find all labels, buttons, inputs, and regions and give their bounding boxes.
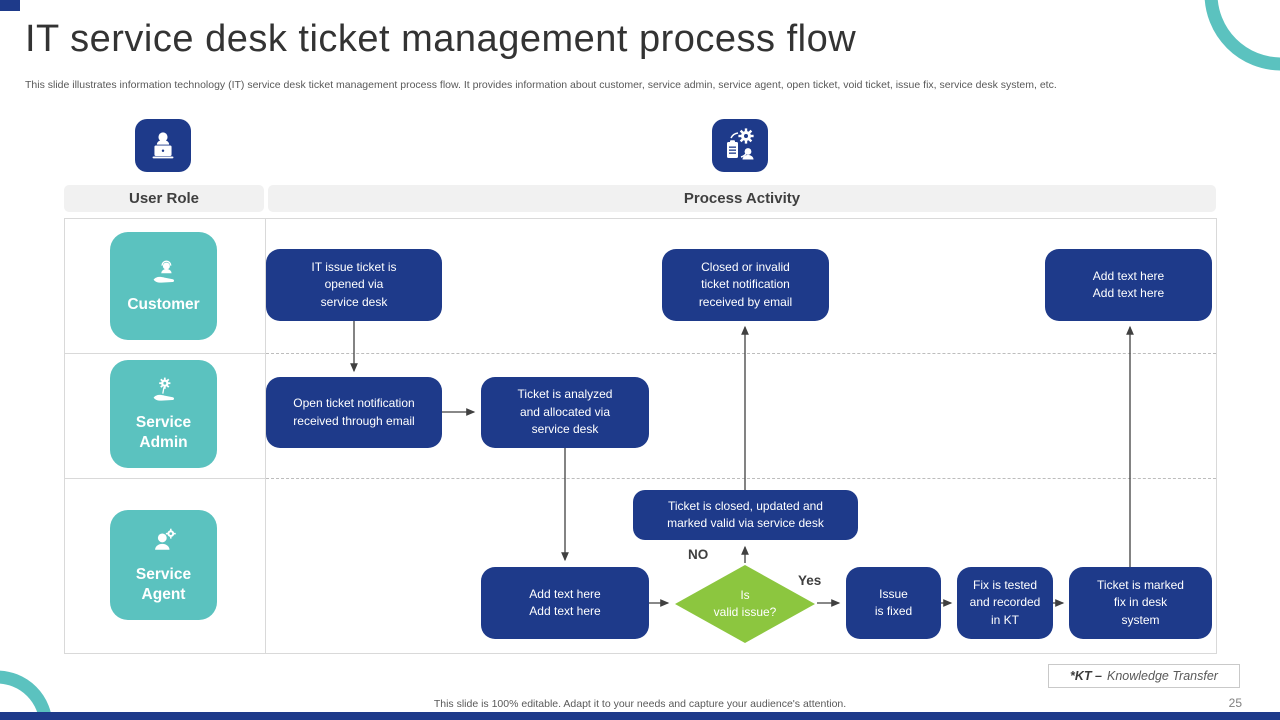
- hand-holding-gear-icon: [153, 377, 174, 401]
- column-header-user-role: User Role: [64, 185, 264, 212]
- kt-footnote-text: Knowledge Transfer: [1107, 669, 1218, 683]
- edge-label-no: NO: [688, 547, 709, 562]
- edge-label-yes: Yes: [798, 573, 822, 588]
- node-issue-is-fixed: Issue is fixed: [846, 567, 941, 639]
- node-ticket-marked-fix: Ticket is marked fix in desk system: [1069, 567, 1212, 639]
- kt-footnote-abbr: *KT –: [1070, 669, 1102, 683]
- person-at-desk-icon: [152, 131, 174, 158]
- node-ticket-closed-updated: Ticket is closed, updated and marked val…: [633, 490, 858, 540]
- role-label: Customer: [127, 295, 200, 313]
- node-add-text-bottom: Add text here Add text here: [481, 567, 649, 639]
- bottom-accent-bar: [0, 712, 1280, 720]
- page-title: IT service desk ticket management proces…: [25, 18, 857, 60]
- gear-clipboard-person-icon: [727, 127, 754, 159]
- role-label: Service Agent: [135, 566, 192, 603]
- slide-subtitle: This slide illustrates information techn…: [25, 79, 1057, 91]
- column-header-process-activity: Process Activity: [268, 185, 1216, 212]
- node-add-text-top: Add text here Add text here: [1045, 249, 1212, 321]
- agent-with-gear-bubble-icon: [154, 528, 176, 550]
- role-card-customer: Customer: [110, 232, 217, 340]
- node-ticket-analyzed: Ticket is analyzed and allocated via ser…: [481, 377, 649, 448]
- lane-divider-left-1: [65, 353, 265, 354]
- node-open-ticket-notification: Open ticket notification received throug…: [266, 377, 442, 448]
- node-closed-invalid-notification: Closed or invalid ticket notification re…: [662, 249, 829, 321]
- swimlane-grid: [64, 218, 1217, 654]
- role-card-service-admin: Service Admin: [110, 360, 217, 468]
- top-right-ring-icon: [1204, 0, 1280, 71]
- user-role-header-icon-box: [135, 119, 191, 172]
- process-activity-header-icon-box: [712, 119, 768, 172]
- lane-divider-left-2: [65, 478, 265, 479]
- page-number: 25: [1228, 696, 1242, 710]
- node-it-issue-ticket-opened: IT issue ticket is opened via service de…: [266, 249, 442, 321]
- lane-divider-dashed-1: [266, 353, 1216, 354]
- editable-note: This slide is 100% editable. Adapt it to…: [433, 698, 847, 710]
- lane-divider-dashed-2: [266, 478, 1216, 479]
- top-left-accent-bar: [0, 0, 20, 11]
- node-fix-tested-recorded: Fix is tested and recorded in KT: [957, 567, 1053, 639]
- role-card-service-agent: Service Agent: [110, 510, 217, 620]
- hand-holding-customer-icon: [153, 260, 174, 283]
- grid-column-divider: [265, 219, 266, 653]
- role-label: Service Admin: [135, 414, 192, 451]
- kt-footnote-box: *KT – Knowledge Transfer: [1048, 664, 1240, 688]
